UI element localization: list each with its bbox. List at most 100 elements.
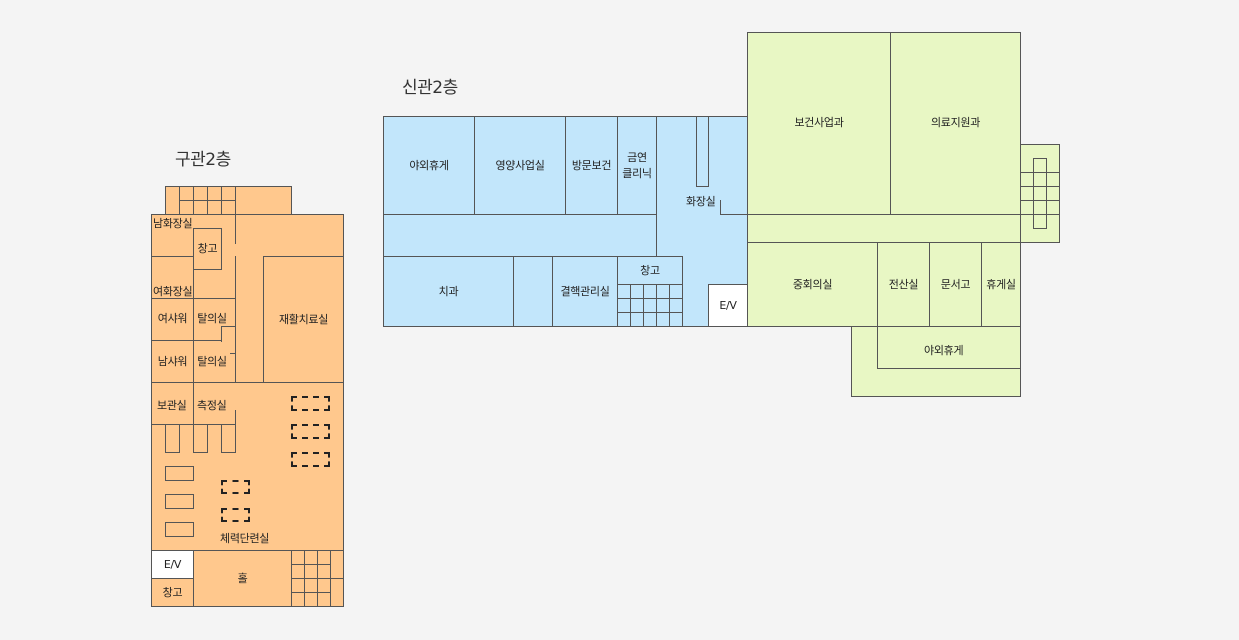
dental-label: 치과 (438, 284, 459, 298)
dressing-room-2: 탈의실 (194, 342, 230, 382)
mens-shower: 남샤워 (152, 342, 193, 382)
stair-core (1033, 158, 1047, 229)
meeting-room: 중회의실 (747, 242, 878, 327)
new-stair-left (617, 284, 683, 327)
new-storage: 창고 (617, 256, 683, 285)
stair-line (1020, 172, 1060, 173)
nutrition-office: 영양사업실 (474, 116, 566, 215)
stair-line (1020, 214, 1060, 215)
fitness-room-label: 체력단련실 (220, 532, 270, 545)
bench (165, 494, 194, 509)
wall (877, 368, 1021, 369)
restroom-label: 화장실 (686, 195, 716, 208)
locker (221, 424, 236, 453)
stair-line (656, 284, 657, 327)
stair-line (669, 284, 670, 327)
womens-shower: 여샤워 (152, 299, 193, 339)
old-building-title: 구관2층 (175, 150, 231, 170)
womens-restroom-label: 여화장실 (153, 285, 193, 298)
equipment (221, 508, 250, 522)
wall (151, 550, 344, 551)
archive: 문서고 (929, 242, 982, 327)
dental: 치과 (383, 256, 514, 327)
outdoor-lounge-top: 야외휴게 (383, 116, 475, 215)
wall (235, 410, 236, 424)
stair-line (179, 200, 235, 201)
stair-line (617, 298, 683, 299)
stair-line (291, 564, 331, 565)
health-project-dept-label: 보건사업과 (794, 116, 844, 129)
hall: 홀 (194, 551, 291, 606)
dressing-room-1-label: 탈의실 (197, 312, 227, 326)
locker (165, 424, 180, 453)
wall (877, 326, 878, 369)
health-project-dept: 보건사업과 (747, 32, 891, 215)
wall (151, 382, 344, 383)
stair-line (1020, 186, 1060, 187)
wall (193, 270, 194, 382)
dental-annex (513, 256, 553, 327)
outdoor-lounge-bottom (851, 326, 1021, 397)
stair-line (291, 578, 344, 579)
wall (193, 550, 194, 607)
tb-management-label: 결핵관리실 (560, 284, 610, 298)
storage-room-label: 보관실 (157, 399, 187, 412)
wall (151, 256, 193, 257)
measurement-room-label: 측정실 (197, 399, 227, 412)
stair-line (643, 284, 644, 327)
equipment (291, 396, 330, 411)
computer-room-label: 전산실 (888, 277, 919, 291)
visiting-health-label: 방문보건 (571, 158, 612, 172)
tb-management: 결핵관리실 (552, 256, 618, 327)
archive-label: 문서고 (940, 277, 971, 291)
dressing-room-2-label: 탈의실 (197, 355, 227, 369)
bench (165, 522, 194, 537)
computer-room: 전산실 (877, 242, 930, 327)
storage-upper: 창고 (193, 228, 222, 270)
equipment (291, 424, 330, 439)
rehab-room-label: 재활치료실 (278, 312, 329, 326)
wall (720, 200, 721, 215)
equipment (221, 480, 250, 494)
smoking-clinic-label: 금연 클리닉 (622, 150, 652, 180)
wall (235, 214, 236, 244)
medical-support-dept-label: 의료지원과 (930, 116, 981, 129)
bench (165, 466, 194, 481)
new-elevator-label: E/V (719, 298, 737, 312)
mens-shower-label: 남샤워 (157, 355, 188, 369)
stair-line (1020, 200, 1060, 201)
hall-label: 홀 (237, 571, 248, 585)
outdoor-lounge-top-label: 야외휴게 (409, 158, 449, 172)
wall (720, 214, 748, 215)
nutrition-office-label: 영양사업실 (495, 158, 545, 172)
stair-line (617, 312, 683, 313)
lounge-label: 휴게실 (986, 277, 1016, 291)
smoking-clinic: 금연 클리닉 (617, 116, 657, 215)
medical-support-dept: 의료지원과 (890, 32, 1021, 215)
old-elevator: E/V (151, 550, 194, 579)
locker (193, 424, 208, 453)
storage-lower: 창고 (151, 578, 194, 607)
stair-line (291, 592, 331, 593)
new-storage-label: 창고 (640, 263, 660, 277)
rehab-room: 재활치료실 (263, 256, 344, 383)
stair-line (193, 186, 194, 216)
wall (193, 382, 194, 424)
new-building-title: 신관2층 (402, 78, 458, 98)
lounge: 휴게실 (981, 242, 1021, 327)
stair-line (235, 186, 236, 216)
old-stair-top-block (165, 186, 292, 216)
storage-upper-label: 창고 (197, 242, 218, 256)
stair-line (221, 186, 222, 216)
womens-shower-label: 여샤워 (157, 312, 188, 326)
wall (151, 340, 235, 341)
old-elevator-label: E/V (163, 557, 182, 571)
visiting-health: 방문보건 (565, 116, 618, 215)
restroom-partition (696, 116, 709, 187)
mens-restroom-label: 남화장실 (153, 217, 193, 230)
new-elevator: E/V (708, 284, 748, 327)
storage-lower-label: 창고 (162, 585, 183, 599)
equipment (291, 452, 330, 467)
stair-line (630, 284, 631, 327)
stair-line (179, 186, 180, 216)
